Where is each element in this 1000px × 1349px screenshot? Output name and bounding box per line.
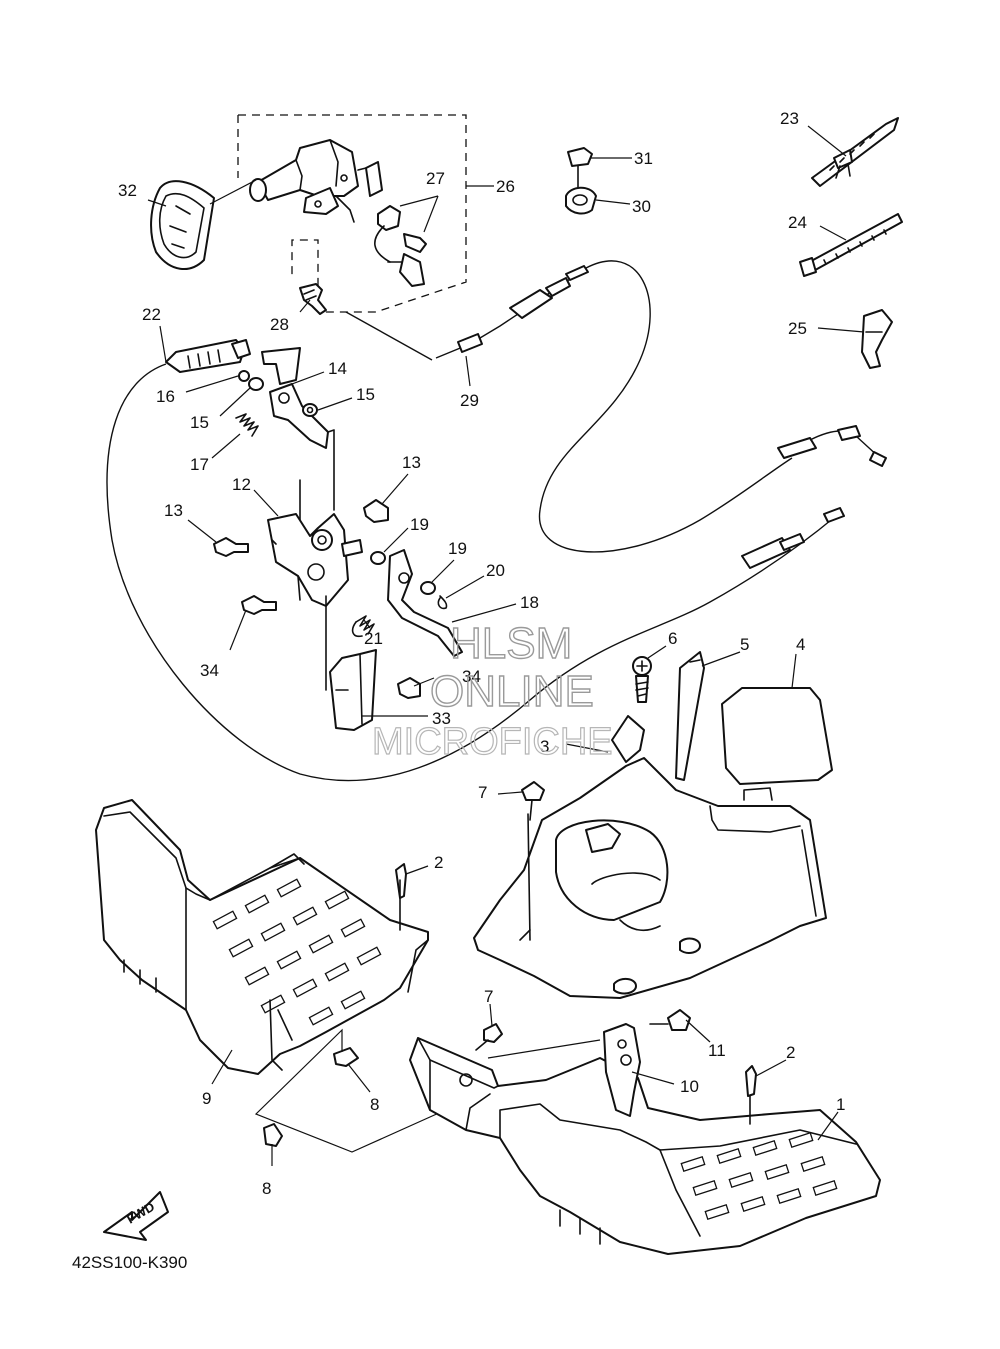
callout-8-upper: 8: [370, 1095, 379, 1114]
callout-32: 32: [118, 181, 137, 200]
bolts-13: [213, 499, 389, 557]
bolt-11: [649, 1009, 691, 1031]
fwd-arrow-icon: FWD: [103, 1191, 169, 1241]
console-3: [473, 715, 827, 999]
callout-14: 14: [328, 359, 347, 378]
footrest-9: [95, 799, 429, 1075]
bolt-7-lower: [475, 1023, 503, 1051]
footrest-1: [409, 1037, 881, 1255]
callout-13-left: 13: [164, 501, 183, 520]
spring-21: [351, 615, 375, 638]
footrest-9-slots: [212, 878, 382, 1026]
callout-34-left: 34: [200, 661, 219, 680]
callout-13-right: 13: [402, 453, 421, 472]
watermark-line-3: MICROFICHE: [372, 721, 613, 763]
callout-34-right: 34: [462, 667, 481, 686]
callout-28: 28: [270, 315, 289, 334]
callout-18: 18: [520, 593, 539, 612]
callout-6: 6: [668, 629, 677, 648]
guide-33: [325, 595, 421, 731]
callout-7-upper: 7: [478, 783, 487, 802]
callout-9: 9: [202, 1089, 211, 1108]
lever-18: [387, 549, 463, 657]
tie-band-24: [799, 213, 903, 277]
callout-23: 23: [780, 109, 799, 128]
panel-4: [721, 687, 833, 785]
brake-cable-22: [106, 339, 845, 782]
callout-26: 26: [496, 177, 515, 196]
bracket-12: [267, 513, 349, 607]
washers-15-16: [238, 370, 318, 417]
rivet-2-left: [395, 863, 407, 931]
callout-22: 22: [142, 305, 161, 324]
callout-15-right: 15: [356, 385, 375, 404]
footrest-9-leader-lines: [254, 1028, 451, 1153]
bolt-28: [299, 283, 327, 315]
callout-27: 27: [426, 169, 445, 188]
callout-30: 30: [632, 197, 651, 216]
callout-21: 21: [364, 629, 383, 648]
throttle-switch-27: [374, 205, 427, 287]
callout-19-upper: 19: [410, 515, 429, 534]
callout-leader-lines: [147, 125, 865, 1166]
clip-20: [437, 595, 448, 610]
bolt-31: [567, 147, 593, 191]
callout-24: 24: [788, 213, 807, 232]
callout-3: 3: [540, 737, 549, 756]
callout-numbers: 1 2 2 3 4 5 6 7 7 8 8 9 10 11 12 13 13 1…: [118, 109, 845, 1198]
watermark: HLSM ONLINE MICROFICHE: [371, 618, 613, 763]
panel-5: [675, 651, 705, 781]
clip-25: [861, 309, 893, 369]
nut-8-lower: [263, 1123, 283, 1147]
callout-11: 11: [708, 1041, 726, 1060]
footrest-1-leader-lines: [487, 1039, 601, 1059]
screw-6: [632, 656, 652, 703]
callout-2-right: 2: [786, 1043, 795, 1062]
throttle-cable-29: [345, 260, 887, 553]
callout-5: 5: [740, 635, 749, 654]
throttle-cover-32: [150, 180, 215, 271]
brake-lever-14: [261, 347, 335, 529]
callout-12: 12: [232, 475, 251, 494]
callout-29: 29: [460, 391, 479, 410]
callout-10: 10: [680, 1077, 699, 1096]
callout-4: 4: [796, 635, 805, 654]
bolt-7-upper: [521, 781, 545, 821]
callout-19-lower: 19: [448, 539, 467, 558]
spring-17: [235, 413, 259, 437]
bolt-34-left: [241, 595, 277, 615]
throttle-housing: [249, 139, 383, 223]
nut-8-upper: [333, 1047, 359, 1067]
watermark-line-2: ONLINE: [430, 667, 594, 716]
callout-16: 16: [156, 387, 175, 406]
callout-8-lower: 8: [262, 1179, 271, 1198]
bracket-10: [603, 1023, 641, 1117]
clamp-30: [565, 186, 597, 215]
callout-1: 1: [836, 1095, 845, 1114]
callout-33: 33: [432, 709, 451, 728]
callout-15-left: 15: [190, 413, 209, 432]
callout-2-left: 2: [434, 853, 443, 872]
diagram-code: 42SS100-K390: [72, 1253, 187, 1272]
callout-17: 17: [190, 455, 209, 474]
washers-19: [370, 551, 436, 595]
callout-31: 31: [634, 149, 653, 168]
watermark-line-1: HLSM: [450, 619, 572, 668]
footrest-1-slots: [680, 1131, 838, 1221]
rivet-2-right: [745, 1065, 757, 1125]
callout-20: 20: [486, 561, 505, 580]
tie-band-23: [811, 117, 899, 187]
callout-7-lower: 7: [484, 987, 493, 1006]
callout-25: 25: [788, 319, 807, 338]
